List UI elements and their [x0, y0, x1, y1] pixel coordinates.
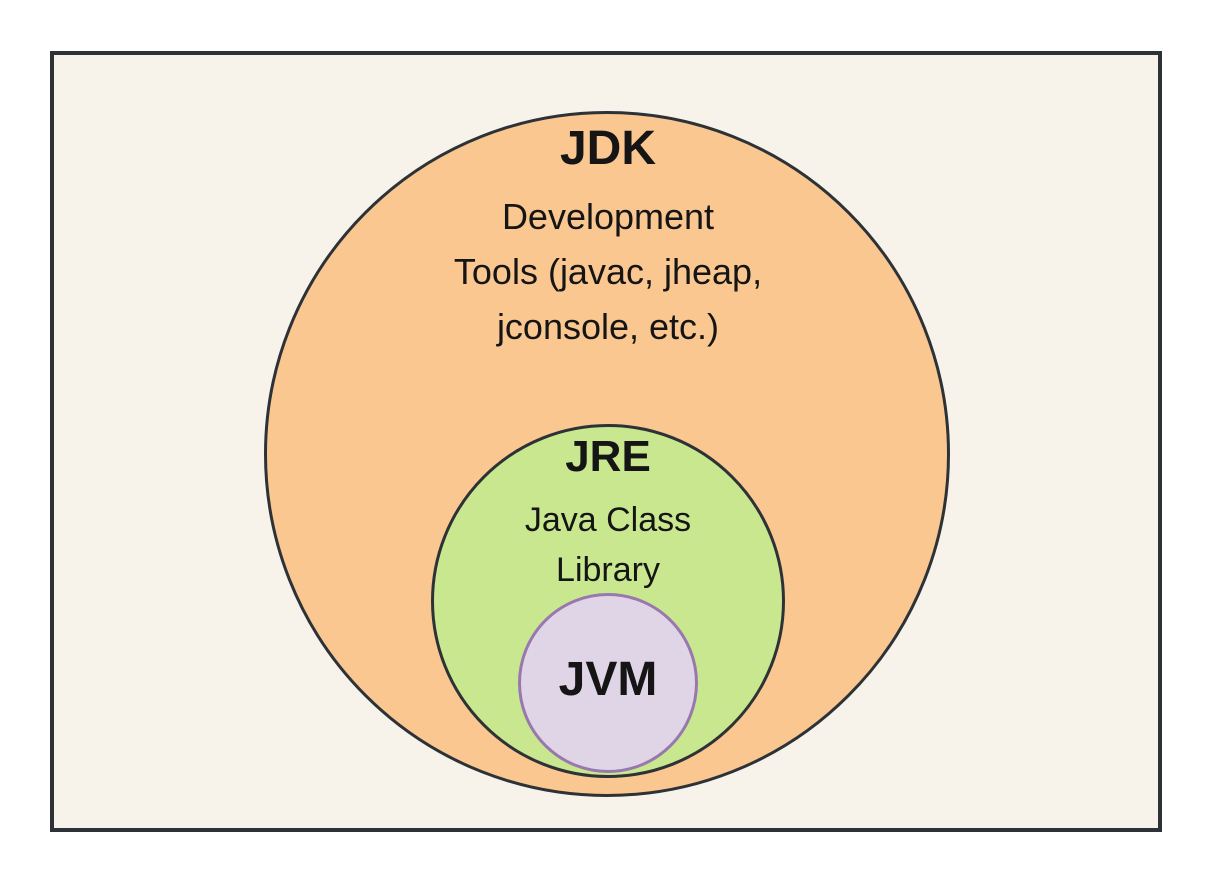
jre-label: JRE [565, 432, 651, 481]
jdk-description-line: Development [501, 196, 715, 237]
jdk-description-line: jconsole, etc.) [496, 306, 720, 347]
jre-description-line: Java Class [524, 501, 692, 539]
jdk-label: JDK [559, 122, 657, 175]
jvm-circle [518, 593, 698, 773]
jdk-description: Development Tools (javac, jheap, jconsol… [358, 189, 858, 354]
jre-description: Java Class Library [358, 495, 858, 595]
jdk-description-line: Tools (javac, jheap, [453, 251, 763, 292]
jre-description-line: Library [556, 551, 660, 589]
jvm-label: JVM [558, 653, 658, 706]
